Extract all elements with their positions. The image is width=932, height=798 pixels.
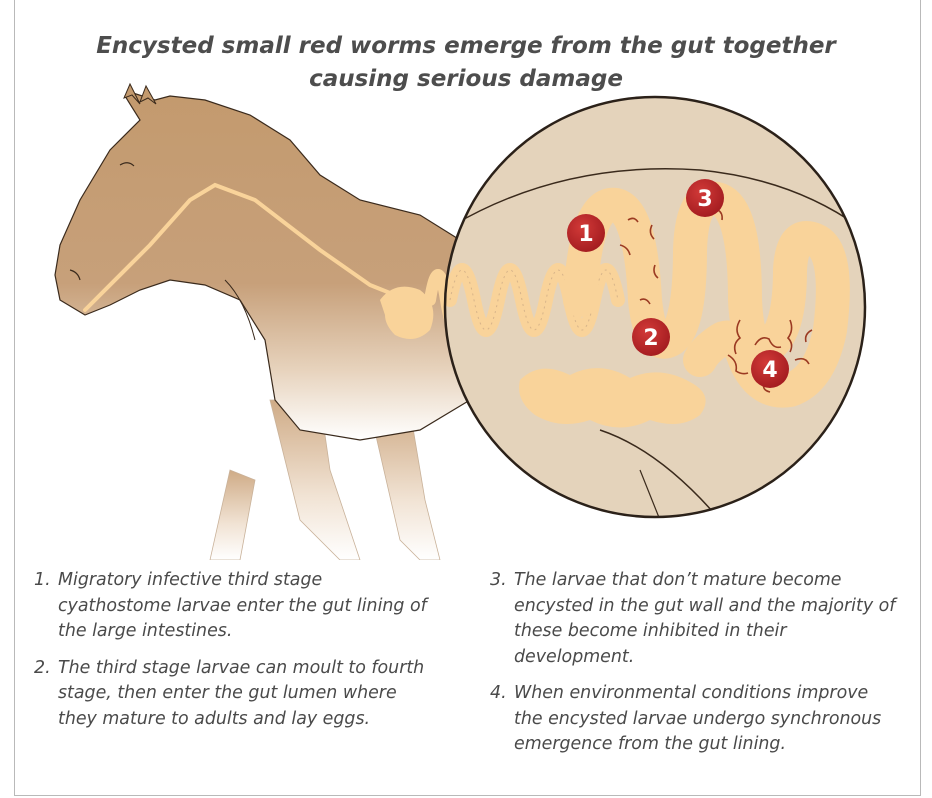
note-text: The third stage larvae can moult to four… (58, 658, 424, 729)
note-text: When environmental conditions improve th… (514, 683, 881, 754)
horse-gut-illustration: 1 2 3 4 (0, 0, 932, 560)
magnifier-lens (445, 97, 870, 520)
svg-text:3: 3 (697, 187, 712, 212)
note-number: 1. (34, 568, 51, 594)
marker-4: 4 (751, 350, 789, 388)
marker-2: 2 (632, 318, 670, 356)
marker-3: 3 (686, 179, 724, 217)
note-number: 4. (490, 681, 507, 707)
notes-column-right: 3. The larvae that don’t mature become e… (490, 568, 900, 769)
note-item: 2. The third stage larvae can moult to f… (34, 656, 434, 733)
note-text: The larvae that don’t mature become ency… (514, 570, 895, 667)
notes-column-left: 1. Migratory infective third stage cyath… (34, 568, 434, 743)
note-number: 2. (34, 656, 51, 682)
svg-text:1: 1 (578, 222, 593, 247)
note-item: 3. The larvae that don’t mature become e… (490, 568, 900, 670)
large-intestine (519, 368, 706, 427)
note-text: Migratory infective third stage cyathost… (58, 570, 427, 641)
note-item: 1. Migratory infective third stage cyath… (34, 568, 434, 645)
horse-body (55, 92, 480, 440)
svg-text:2: 2 (643, 326, 658, 351)
svg-text:4: 4 (762, 358, 777, 383)
note-item: 4. When environmental conditions improve… (490, 681, 900, 758)
note-number: 3. (490, 568, 507, 594)
marker-1: 1 (567, 214, 605, 252)
